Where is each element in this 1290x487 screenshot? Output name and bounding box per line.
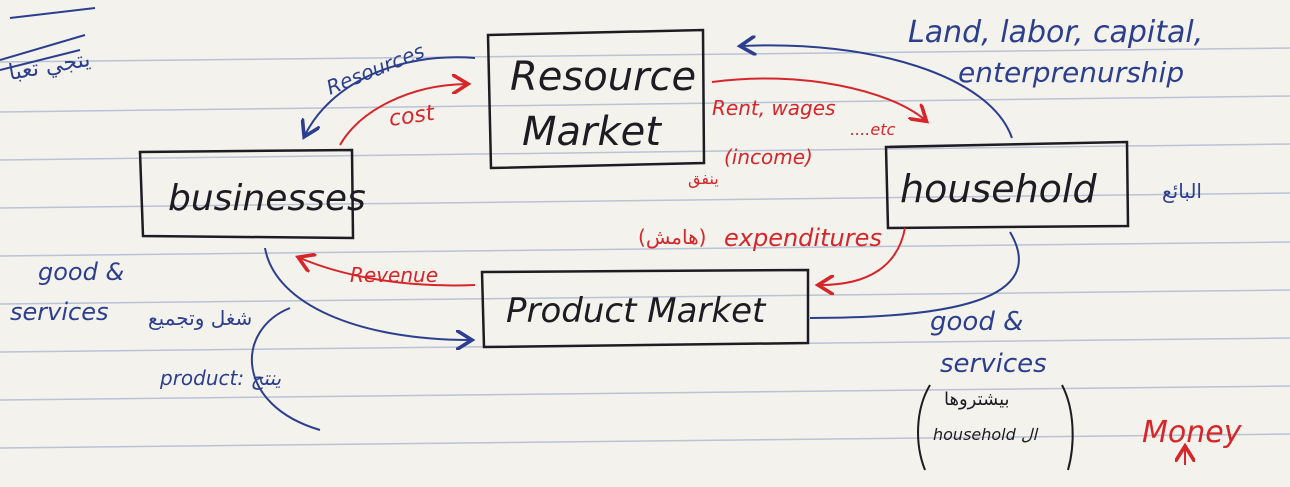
businesses-label: businesses [168,178,366,219]
resources-label: Resources [323,39,428,100]
money-label: Money [1142,415,1243,450]
rent-wages-label: Rent, wages [712,96,835,120]
resource-market-box [486,28,706,170]
product-market-label: Product Market [506,291,767,331]
resources-arrow [305,56,476,135]
right-household-note: household ال [933,425,1039,444]
household-box [884,140,1130,230]
right-arabic-note-seller: البائع [1162,179,1202,203]
expenditures-arabic-label: (هامش) [638,225,706,249]
revenue-arrow [300,258,476,287]
businesses-to-product-arrow [264,247,470,340]
cost-arrow [339,84,466,146]
factors-line2: enterprenurship [958,56,1184,89]
product-market-box [480,268,810,349]
right-note-bracket-right [1061,384,1074,471]
expenditures-label: expenditures [724,224,882,252]
businesses-box [138,148,355,240]
household-label: household [900,167,1097,211]
left-goods-line2: services [10,298,108,326]
etc-label: ....etc [850,120,895,139]
top-left-scribble [0,7,96,71]
left-note-bracket [250,307,321,431]
rent-wages-arrow [711,77,925,120]
resource-market-label-line1: Resource [510,54,696,100]
income-label: (income) [724,145,813,169]
left-goods-line1: good & [38,258,124,286]
cost-label: cost [387,101,437,132]
top-left-arabic-note: يتجي تعبا [7,47,92,86]
right-goods-line1: good & [930,307,1023,337]
product-to-household-arrow [809,231,1020,319]
left-arabic-note: شغل وتجميع [148,306,252,330]
resource-market-label-line2: Market [522,109,662,155]
notebook-rule-lines [0,47,1290,449]
income-arabic-label: ينفق [688,169,719,189]
household-to-resource-arrow [742,45,1013,139]
right-goods-line2: services [940,349,1047,379]
right-note-bracket-left [917,384,931,471]
revenue-label: Revenue [350,263,438,287]
right-arabic-note: بيشتروها [944,389,1010,410]
left-product-note: product: ينتج [159,366,281,390]
expenditures-arrow [820,227,906,285]
factors-line1: Land, labor, capital, [908,15,1203,50]
